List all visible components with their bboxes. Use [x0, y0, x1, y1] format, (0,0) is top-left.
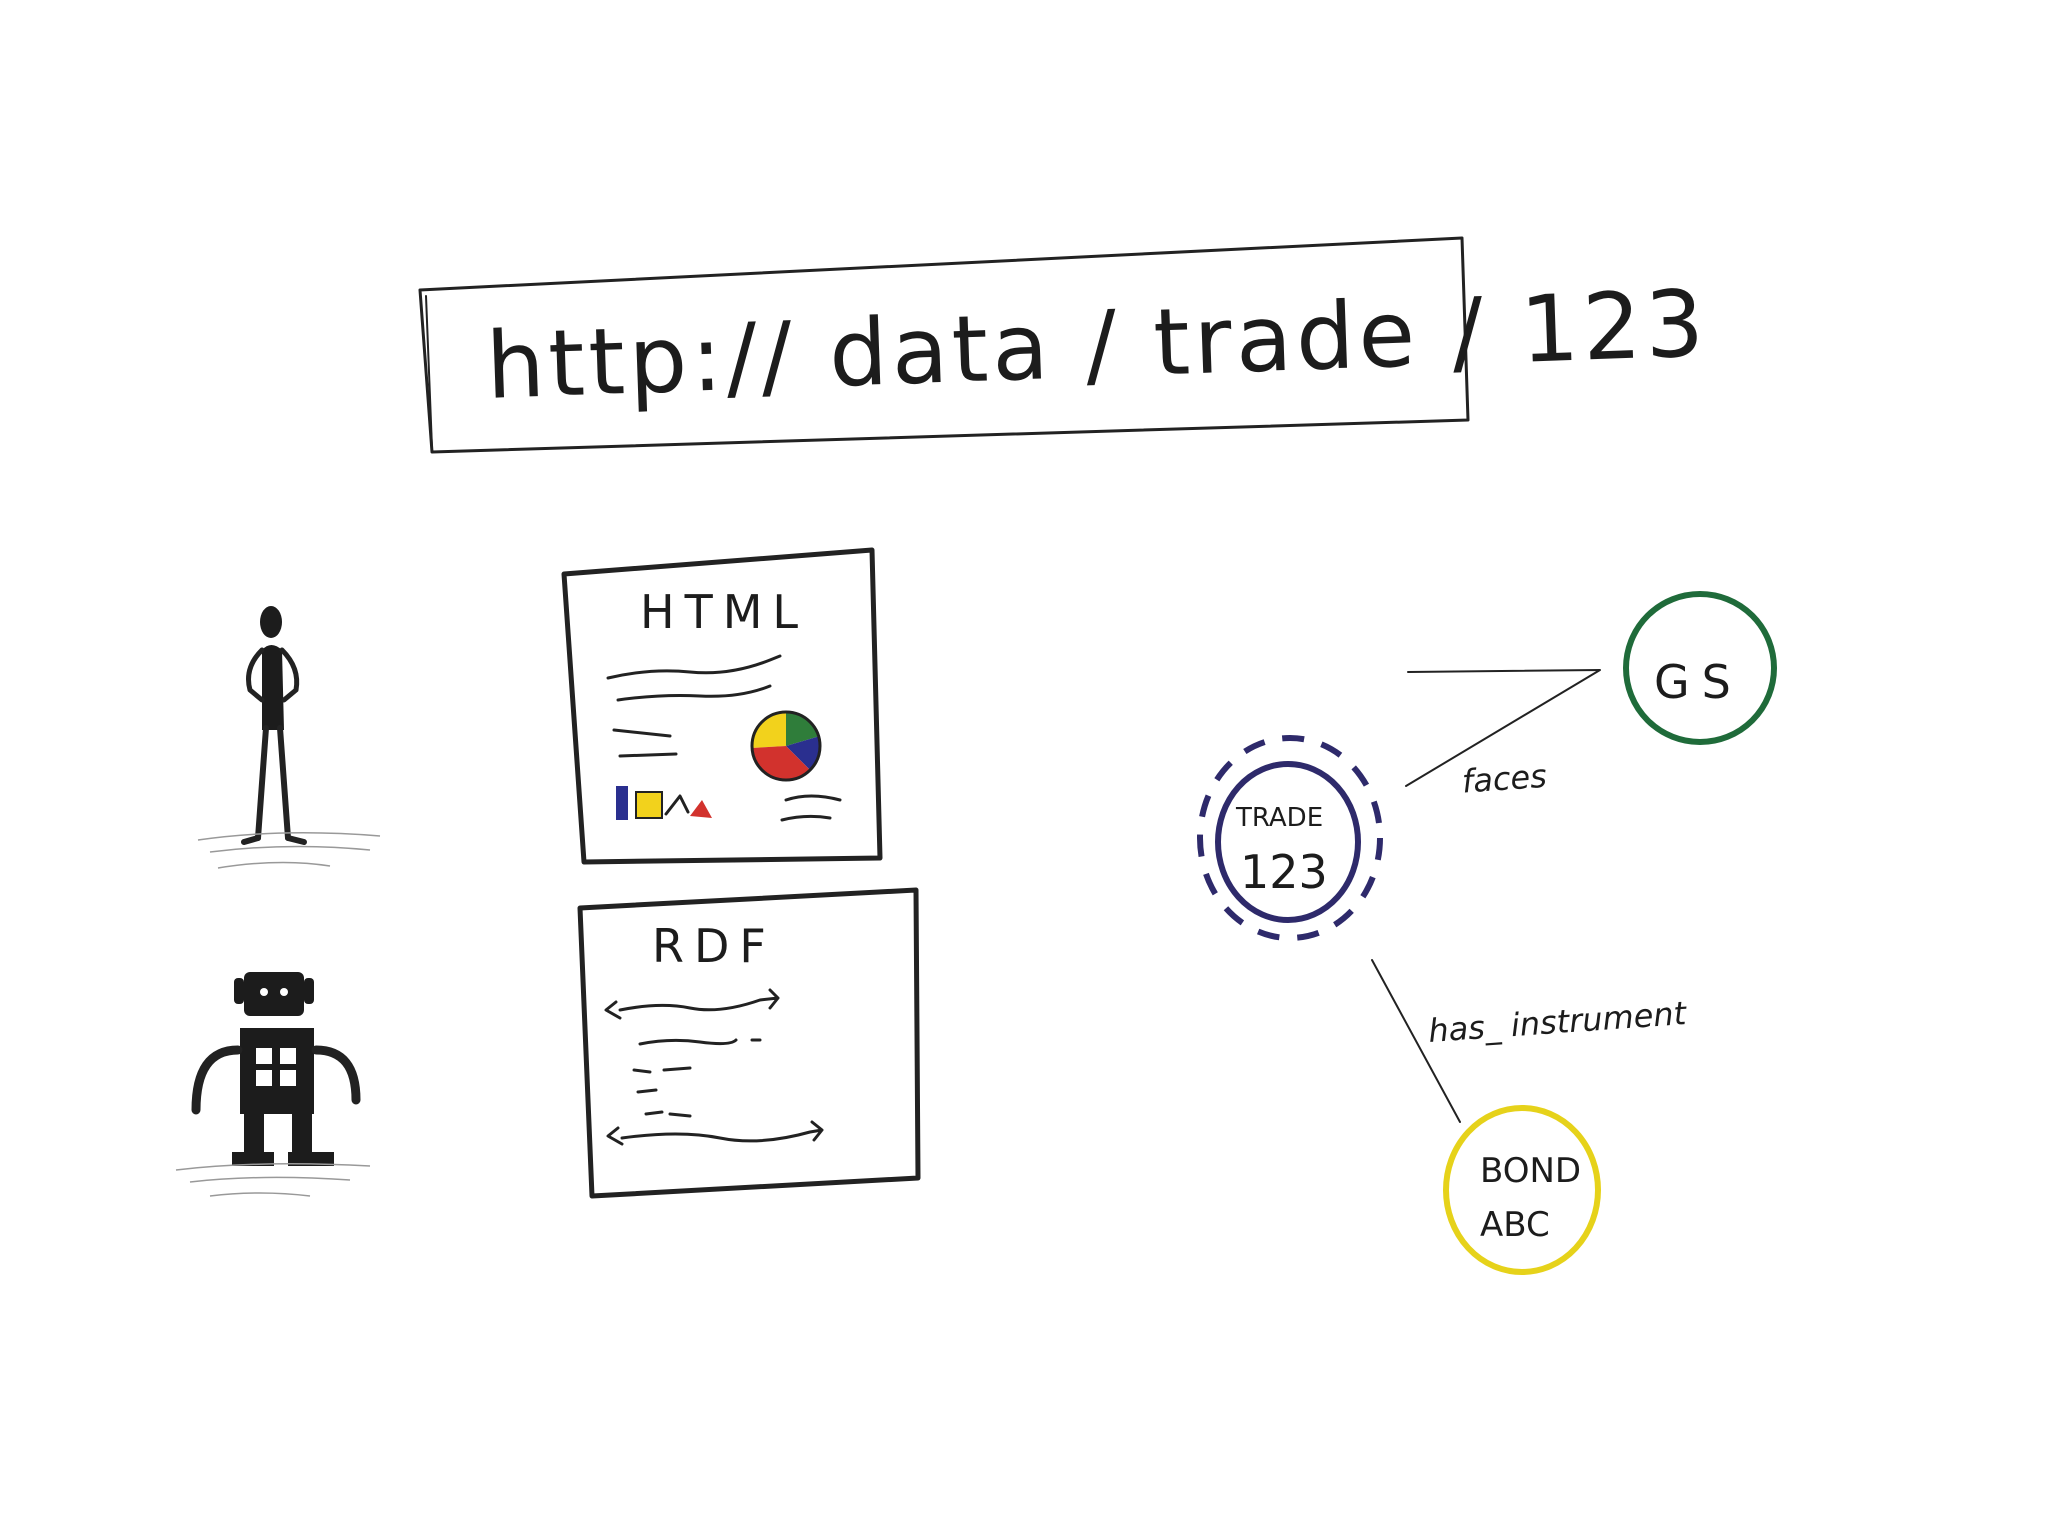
rdf-doc-title: RDF	[652, 919, 776, 973]
html-document: HTML	[561, 547, 883, 865]
bar-chart-icon	[616, 786, 712, 820]
bond-node-line2: ABC	[1480, 1205, 1550, 1245]
gs-node-label: GS	[1654, 655, 1743, 709]
pie-chart-icon	[750, 710, 822, 782]
trade-node: TRADE 123	[1197, 735, 1383, 941]
rdf-document: RDF	[577, 887, 921, 1199]
edge-label-has-instrument: has_ instrument	[1427, 994, 1689, 1050]
trade-node-line1: TRADE	[1235, 803, 1323, 833]
gs-node: GS	[1623, 591, 1777, 745]
robot-icon	[175, 972, 371, 1197]
url-bar: http:// data / trade / 123	[418, 236, 1710, 454]
edge-label-faces: faces	[1461, 757, 1548, 801]
bond-node-line1: BOND	[1480, 1151, 1581, 1191]
graph-edges: faces has_ instrument	[1371, 669, 1689, 1123]
person-icon	[197, 606, 381, 869]
trade-node-line2: 123	[1240, 845, 1328, 899]
html-doc-title: HTML	[640, 585, 808, 639]
url-text: http:// data / trade / 123	[484, 270, 1709, 420]
bond-node: BOND ABC	[1443, 1105, 1601, 1275]
